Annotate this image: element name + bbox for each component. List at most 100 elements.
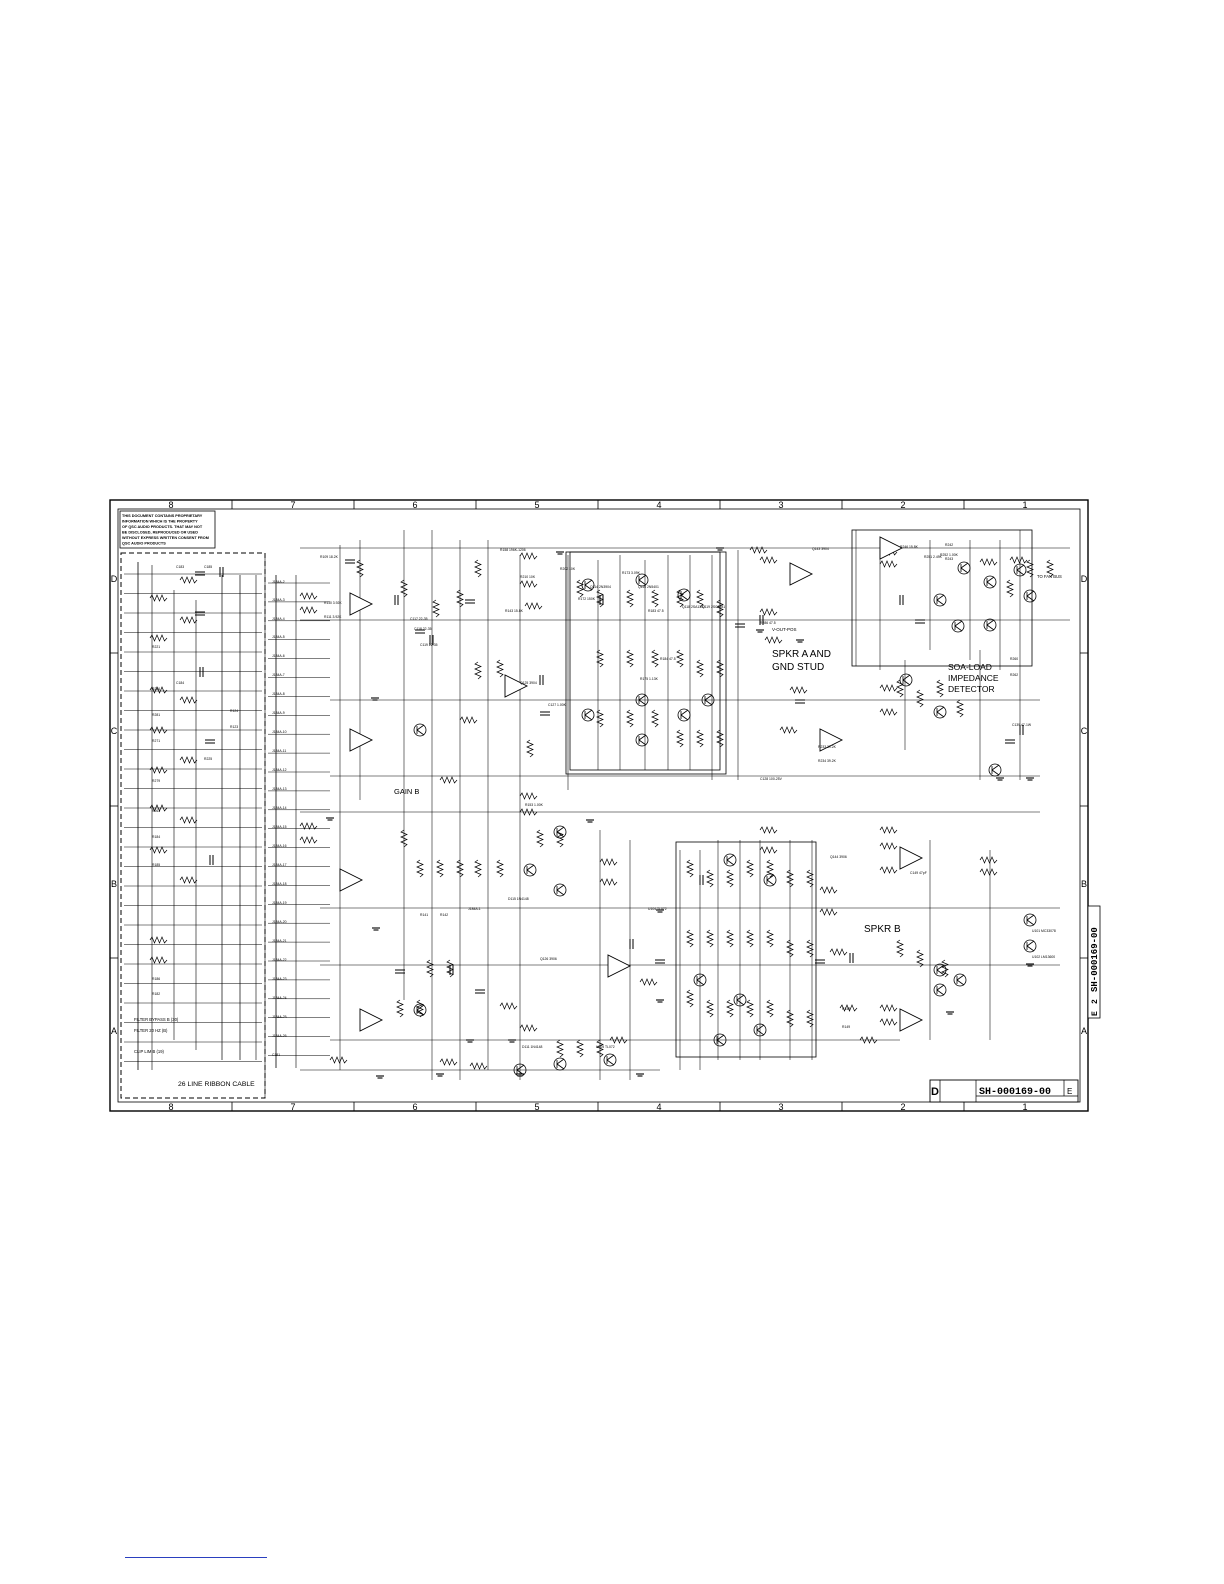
label-soa-line1: SOA-LOAD <box>948 662 992 672</box>
component-label: J184A-2 <box>272 580 285 584</box>
zone-bottom-1: 1 <box>1022 1102 1027 1112</box>
component-label: R233 39.2K <box>818 745 837 749</box>
component-label: R210 10K <box>520 575 536 579</box>
component-label: R262 <box>1010 673 1018 677</box>
label-clip-lim: CLIP LIM B (19) <box>134 1049 165 1054</box>
label-filter-hz: FILTER 20 HZ (B) <box>134 1028 168 1033</box>
component-label: R141 <box>420 913 428 917</box>
zone-top-2: 2 <box>900 500 905 510</box>
component-label: C185 <box>204 565 212 569</box>
component-label: R153 1.00K <box>525 803 544 807</box>
zone-top-8: 8 <box>168 500 173 510</box>
component-label: U101 MC33078 <box>1032 929 1056 933</box>
component-label: J184A-21 <box>272 939 287 943</box>
component-label: J184A-20 <box>272 920 287 924</box>
component-label: D115 1N4148 <box>508 897 529 901</box>
component-label: C139 47-1W <box>1012 723 1032 727</box>
component-label: J184A-11 <box>272 749 286 753</box>
zone-right-C: C <box>1081 726 1088 736</box>
zone-left-B: B <box>111 879 117 889</box>
drawing-frame-outer <box>109 499 1089 1112</box>
notice-box <box>119 510 216 549</box>
component-label: R243 <box>945 557 953 561</box>
side-title-strip <box>1087 905 1101 1019</box>
label-soa-line3: DETECTOR <box>948 684 995 694</box>
notice-line-5: WITHOUT EXPRESS WRITTEN CONSENT FROM <box>122 536 209 540</box>
component-label: R184 47.5 <box>660 657 676 661</box>
component-label: R109 18.2K <box>320 555 339 559</box>
label-ribbon-cable: 26 LINE RIBBON CABLE <box>178 1081 255 1088</box>
side-doc-number: SH-000169-00 <box>1090 927 1100 992</box>
label-spkr-a-line1: SPKR A AND <box>772 649 831 660</box>
component-label: J184A-10 <box>272 730 287 734</box>
component-label: C118 22-35 <box>414 627 432 631</box>
component-label: R225 <box>204 757 212 761</box>
component-label: D111 1N4148 <box>522 1045 543 1049</box>
component-label: J184A-17 <box>272 863 287 867</box>
notice-line-2: INFORMATION WHICH IS THE PROPERTY <box>122 520 198 524</box>
component-label: R234 39.2K <box>818 759 837 763</box>
label-filter-bypass: FILTER BYPASS B (30) <box>134 1017 179 1022</box>
component-label: C127 1.00K <box>548 703 567 707</box>
zone-left-A: A <box>111 1026 117 1036</box>
component-label: R281 <box>152 713 160 717</box>
side-sheet: 2 <box>1091 999 1100 1004</box>
component-label: R110 3.92K <box>324 601 342 605</box>
component-label: J184A-6 <box>272 654 285 658</box>
component-label: C128 100-25V <box>760 777 783 781</box>
component-label: R251 2.49K <box>924 555 943 559</box>
component-label: R186 <box>152 977 160 981</box>
zone-top-3: 3 <box>778 500 783 510</box>
component-label: Q125 3904 <box>520 681 537 685</box>
zone-bottom-7: 7 <box>290 1102 295 1112</box>
component-label: R142 <box>440 913 448 917</box>
component-label: R173 3.09K <box>622 571 641 575</box>
zone-right-A: A <box>1081 1026 1087 1036</box>
component-label: J184A-19 <box>272 901 287 905</box>
component-label: J184A-7 <box>272 673 285 677</box>
component-label: R184 <box>152 835 160 839</box>
zone-top-5: 5 <box>534 500 539 510</box>
zone-top-6: 6 <box>412 500 417 510</box>
component-label: R271 <box>152 739 160 743</box>
component-label: R143 15.8K <box>505 609 524 613</box>
component-label: R260 <box>1010 657 1018 661</box>
page-link-underline <box>125 1557 267 1558</box>
label-v-out: V-OUT-POS <box>772 627 797 632</box>
component-label: J184A-14 <box>272 806 287 810</box>
component-label: J184A-16 <box>272 844 287 848</box>
label-spkr-b: SPKR B <box>864 924 901 935</box>
component-label: R185 <box>152 863 160 867</box>
zone-right-D: D <box>1081 574 1088 584</box>
component-label: Q119 2SC3281 <box>702 605 725 609</box>
component-label: C183 <box>176 565 184 569</box>
component-label: R148 <box>842 1007 850 1011</box>
component-label: J184A-26 <box>272 1034 287 1038</box>
component-label: R221 <box>152 645 160 649</box>
notice-line-4: BE DISCLOSED, REPRODUCED OR USED <box>122 531 198 535</box>
component-label: J184A-3 <box>272 598 285 602</box>
zone-ticks <box>110 500 1088 1111</box>
component-label: R263 <box>152 809 160 813</box>
component-label: R124 <box>230 709 238 713</box>
component-label: C181 <box>272 1053 280 1057</box>
label-spkr-a-line2: GND STUD <box>772 662 824 673</box>
zone-bottom-2: 2 <box>900 1102 905 1112</box>
component-label: R149 <box>842 1025 850 1029</box>
notice-line-3: OF QSC AUDIO PRODUCTS. THAT MAY NOT <box>122 525 203 529</box>
component-label: R172 150K <box>578 597 596 601</box>
component-label: Q118 2SA1302 <box>682 605 705 609</box>
component-label: R226 <box>152 687 160 691</box>
component-label: J184A-18 <box>272 882 287 886</box>
label-gain-b: GAIN B <box>394 787 419 796</box>
title-doc-number: SH-000169-00 <box>979 1087 1051 1098</box>
component-label: R183 47.5 <box>648 609 664 613</box>
zone-bottom-4: 4 <box>656 1102 661 1112</box>
component-label: R279 <box>152 779 160 783</box>
component-label: Q143 3904 <box>812 547 829 551</box>
component-label: R252 1.00K <box>940 553 959 557</box>
component-label: C117 22-35 <box>410 617 428 621</box>
title-size-letter: D <box>931 1086 939 1098</box>
label-soa-line2: IMPEDANCE <box>948 673 999 683</box>
component-label: J184A-15 <box>272 825 287 829</box>
